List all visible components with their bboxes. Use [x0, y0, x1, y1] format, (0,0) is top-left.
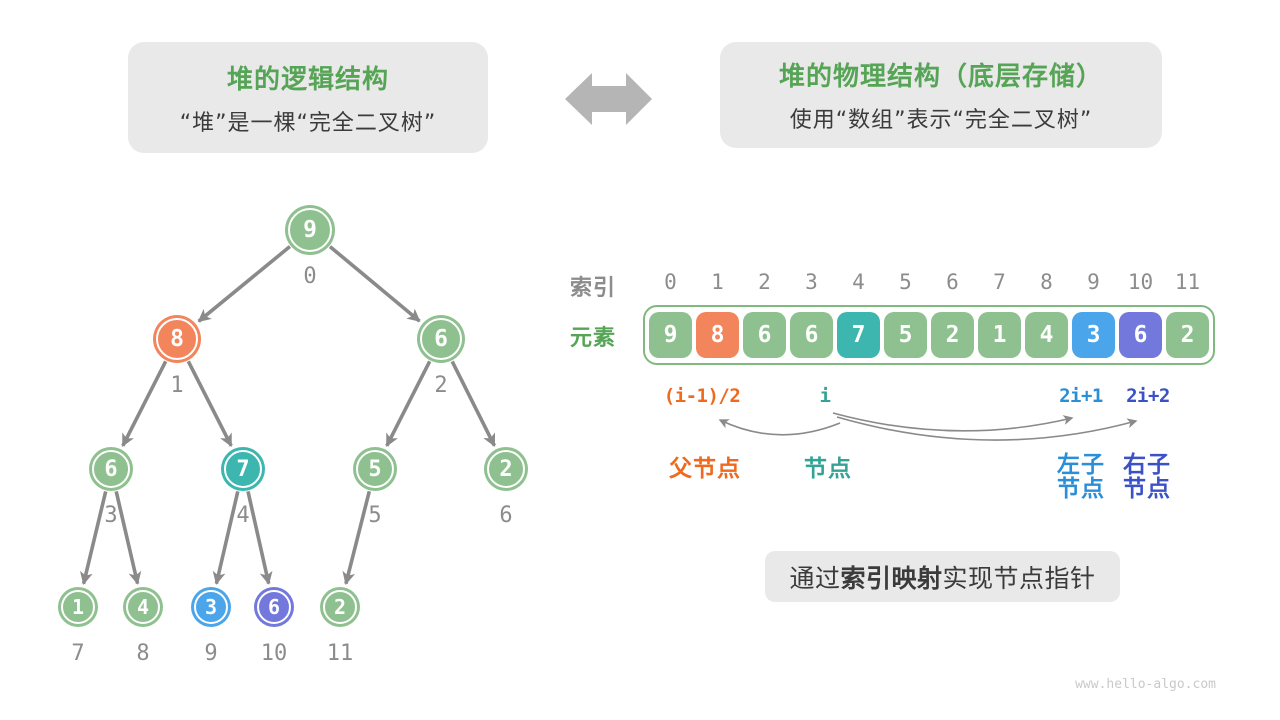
array-cell-2: 6	[743, 312, 786, 358]
right-child-formula: 2i+2	[1126, 385, 1170, 407]
left-child-formula: 2i+1	[1059, 385, 1103, 407]
parent-formula: (i-1)/2	[663, 385, 741, 407]
caption-suffix: 实现节点指针	[942, 563, 1096, 593]
logical-structure-card: 堆的逻辑结构 “堆”是一棵“完全二叉树”	[128, 42, 488, 153]
tree-index-3: 3	[104, 503, 118, 528]
tree-index-2: 2	[434, 373, 448, 398]
node-formula: i	[819, 385, 831, 407]
array-cell-5: 5	[884, 312, 927, 358]
array-index-4: 4	[852, 270, 865, 294]
parent-node-label: 父节点	[669, 456, 741, 482]
tree-node-11: 2	[323, 590, 357, 624]
array-index-0: 0	[664, 270, 677, 294]
array-index-7: 7	[993, 270, 1006, 294]
right-child-label: 右子 节点	[1123, 452, 1171, 502]
physical-structure-title: 堆的物理结构（底层存储）	[778, 62, 1103, 92]
tree-index-7: 7	[71, 641, 85, 666]
array-cell-1: 8	[696, 312, 739, 358]
array-index-6: 6	[946, 270, 959, 294]
tree-index-8: 8	[136, 641, 150, 666]
tree-index-5: 5	[368, 503, 382, 528]
website-watermark: www.hello-algo.com	[1075, 677, 1216, 692]
tree-edge-0-1	[197, 245, 292, 323]
tree-node-8: 4	[126, 590, 160, 624]
array-cell-9: 3	[1072, 312, 1115, 358]
tree-node-6: 2	[487, 450, 525, 488]
array-element-label: 元素	[569, 326, 616, 351]
array-cell-3: 6	[790, 312, 833, 358]
array-index-9: 9	[1087, 270, 1100, 294]
array-index-label: 索引	[569, 276, 616, 301]
caption-prefix: 通过	[789, 563, 841, 593]
array-index-8: 8	[1040, 270, 1053, 294]
arrow-to-right-child-formula	[836, 416, 1138, 441]
tree-node-7: 1	[61, 590, 95, 624]
tree-node-4: 7	[224, 450, 262, 488]
tree-index-9: 9	[204, 641, 218, 666]
index-mapping-arrows	[718, 412, 1138, 441]
array-cell-4: 7	[837, 312, 880, 358]
tree-index-6: 6	[499, 503, 513, 528]
tree-index-0: 0	[303, 264, 317, 289]
arrow-to-left-child-formula	[832, 412, 1074, 432]
tree-node-1: 8	[156, 318, 198, 360]
array-index-1: 1	[711, 270, 724, 294]
caption-bold: 索引映射	[840, 563, 943, 593]
tree-node-10: 6	[257, 590, 291, 624]
logical-structure-subtitle: “堆”是一棵“完全二叉树”	[179, 110, 437, 136]
tree-node-3: 6	[92, 450, 130, 488]
node-label: 节点	[804, 456, 852, 482]
tree-edges	[80, 245, 497, 585]
index-mapping-caption: 通过索引映射实现节点指针	[765, 551, 1120, 602]
array-index-3: 3	[805, 270, 818, 294]
array-index-11: 11	[1174, 270, 1201, 294]
array-cell-10: 6	[1119, 312, 1162, 358]
tree-node-0: 9	[288, 208, 332, 252]
logical-structure-title: 堆的逻辑结构	[226, 64, 389, 95]
tree-node-9: 3	[194, 590, 228, 624]
bidirectional-arrow-icon	[565, 73, 652, 125]
arrow-to-parent-formula	[718, 419, 841, 436]
array-cell-0: 9	[649, 312, 692, 358]
tree-index-11: 11	[326, 641, 354, 666]
array-cell-6: 2	[931, 312, 974, 358]
array-index-2: 2	[758, 270, 771, 294]
tree-index-4: 4	[236, 503, 250, 528]
array-cell-11: 2	[1166, 312, 1209, 358]
physical-structure-subtitle: 使用“数组”表示“完全二叉树”	[789, 108, 1093, 133]
tree-index-10: 10	[260, 641, 288, 666]
physical-structure-card: 堆的物理结构（底层存储） 使用“数组”表示“完全二叉树”	[720, 42, 1162, 148]
tree-index-1: 1	[170, 373, 184, 398]
tree-edge-0-2	[328, 245, 421, 323]
array-cell-8: 4	[1025, 312, 1068, 358]
left-child-label: 左子 节点	[1057, 452, 1105, 502]
array-cell-7: 1	[978, 312, 1021, 358]
array-index-5: 5	[899, 270, 912, 294]
tree-node-5: 5	[356, 450, 394, 488]
tree-node-2: 6	[420, 318, 462, 360]
array-index-10: 10	[1127, 270, 1154, 294]
